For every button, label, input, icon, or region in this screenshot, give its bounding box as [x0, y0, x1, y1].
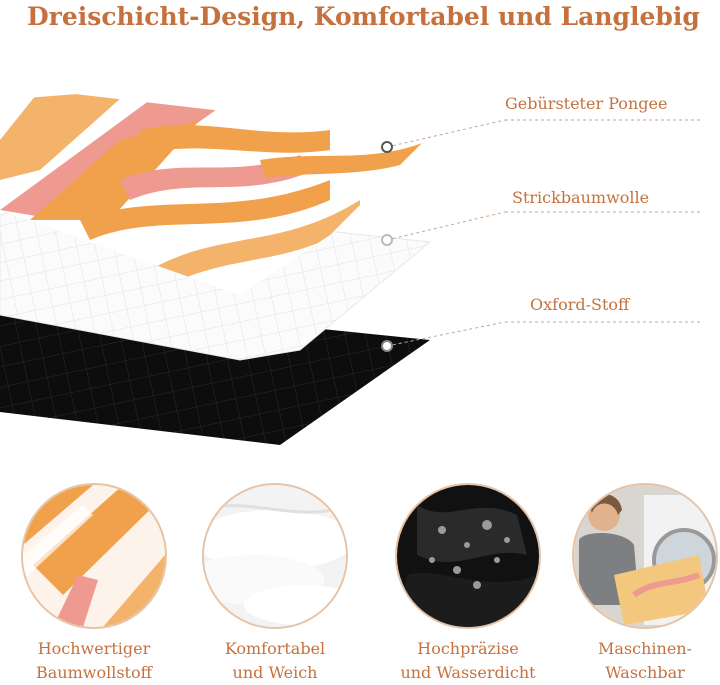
waterproof-fabric-image — [395, 483, 541, 629]
layer-label-pongee: Gebürsteter Pongee — [505, 94, 668, 113]
knit-pointer-dot — [381, 234, 393, 246]
fabric-layers-graphic — [0, 90, 700, 445]
feature-line2: Waschbar — [605, 663, 685, 682]
cotton-fabric-image — [21, 483, 167, 629]
feature-washable: Maschinen- Waschbar — [565, 483, 720, 685]
soft-fabric-image — [202, 483, 348, 629]
oxford-pointer-dot — [381, 340, 393, 352]
washing-machine-image — [572, 483, 718, 629]
pointer-lines — [381, 119, 700, 352]
pongee-layer — [0, 90, 430, 295]
feature-line1: Maschinen- — [598, 639, 692, 658]
feature-line2: Baumwollstoff — [36, 663, 152, 682]
feature-line1: Hochpräzise — [417, 639, 519, 658]
feature-line2: und Wasserdicht — [400, 663, 536, 682]
feature-line1: Hochwertiger — [37, 639, 151, 658]
fabric-layers-illustration: Gebürsteter Pongee Strickbaumwolle Oxfor… — [0, 60, 720, 470]
feature-cotton: Hochwertiger Baumwollstoff — [14, 483, 174, 685]
layer-label-oxford: Oxford-Stoff — [530, 295, 630, 314]
feature-waterproof: Hochpräzise und Wasserdicht — [388, 483, 548, 685]
feature-line1: Komfortabel — [224, 639, 326, 658]
pongee-pointer-dot — [381, 141, 393, 153]
feature-soft: Komfortabel und Weich — [195, 483, 355, 685]
feature-line2: und Weich — [232, 663, 318, 682]
oxford-layer — [0, 300, 430, 445]
page-title: Dreischicht-Design, Komfortabel und Lang… — [27, 2, 700, 31]
layer-label-knit-cotton: Strickbaumwolle — [512, 188, 650, 207]
